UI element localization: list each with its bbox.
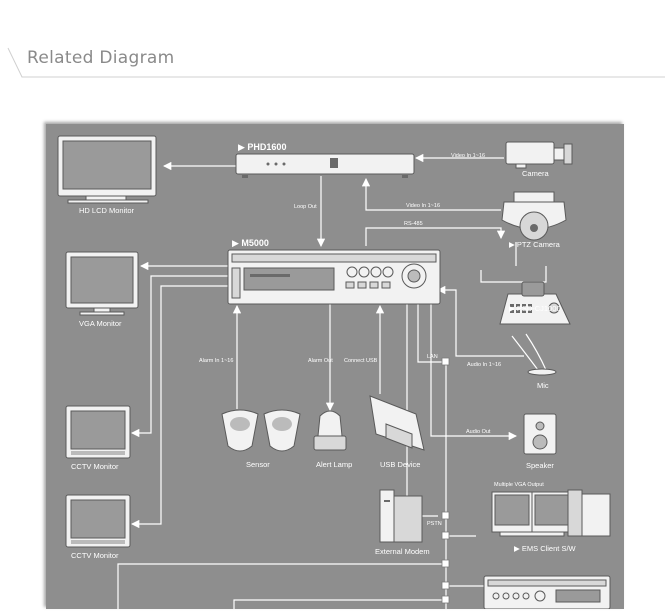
label-video-in-top: Video In 1~16 (451, 153, 485, 159)
sensor-label: Sensor (246, 460, 270, 469)
vga-monitor-label: VGA Monitor (79, 319, 122, 328)
label-connect-usb: Connect USB (344, 358, 378, 364)
label-lan: LAN (427, 354, 438, 360)
label-alarm-out: Alarm Out (308, 358, 333, 364)
phd1600-device-icon (235, 153, 415, 178)
cctv-monitor-1-label: CCTV Monitor (71, 462, 119, 471)
hd-lcd-monitor-label: HD LCD Monitor (79, 206, 135, 215)
speaker-label: Speaker (526, 461, 554, 470)
label-rs485: RS-485 (404, 221, 423, 227)
usb-device-label: USB Device (380, 460, 420, 469)
psd-cj1000-controller-icon (499, 281, 571, 325)
hd-lcd-monitor-icon (57, 135, 157, 204)
diagram-panel: Video In 1~16 Video In 1~16 Loop Out RS-… (46, 124, 624, 610)
lan-junction (441, 357, 450, 366)
psd-cj1000-label: ▶ PSD-CJ1000 (509, 304, 561, 313)
m5000-dvr-icon (227, 249, 441, 305)
cctv-monitor-2-icon (65, 494, 131, 548)
ems-client-workstation-icon (491, 489, 611, 537)
label-video-in-mid: Video In 1~16 (406, 203, 440, 209)
page-title: Related Diagram (27, 48, 175, 68)
ptz-camera-icon (501, 191, 567, 241)
label-loop-out: Loop Out (294, 204, 317, 210)
connection-lines (117, 153, 547, 609)
ptz-camera-label: ▶ PTZ Camera (509, 240, 561, 249)
ems-client-label: ▶ EMS Client S/W (514, 544, 577, 553)
mic-label: Mic (537, 381, 549, 390)
pstn-junction (441, 511, 450, 520)
network-junction-1 (441, 559, 450, 568)
page-header: Related Diagram (0, 0, 665, 90)
sensor-icon (221, 409, 301, 452)
alert-lamp-icon (313, 410, 347, 451)
multiple-vga-output-label: Multiple VGA Output (494, 482, 544, 488)
camera-icon (505, 141, 573, 169)
cctv-monitor-2-label: CCTV Monitor (71, 551, 119, 560)
label-audio-in: Audio In 1~16 (467, 362, 501, 368)
speaker-icon (523, 413, 557, 455)
network-junction-2 (441, 581, 450, 590)
usb-device-icon (369, 395, 425, 451)
external-modem-label: External Modem (375, 547, 430, 556)
external-modem-icon (379, 489, 423, 543)
network-junction-3 (441, 595, 450, 604)
header-divider (7, 47, 665, 78)
phd1600-title: ▶ PHD1600 (238, 142, 286, 152)
diagram-canvas: Video In 1~16 Video In 1~16 Loop Out RS-… (57, 135, 611, 610)
label-alarm-in: Alarm In 1~16 (199, 358, 233, 364)
alert-lamp-label: Alert Lamp (316, 460, 352, 469)
control-console-icon (483, 575, 611, 610)
vga-monitor-icon (65, 251, 139, 316)
mic-icon (511, 333, 557, 376)
label-pstn: PSTN (427, 521, 442, 527)
m5000-title: ▶ M5000 (232, 238, 269, 248)
camera-label: Camera (522, 169, 550, 178)
cctv-monitor-1-icon (65, 405, 131, 459)
label-audio-out: Audio Out (466, 429, 491, 435)
ems-junction (441, 531, 450, 540)
